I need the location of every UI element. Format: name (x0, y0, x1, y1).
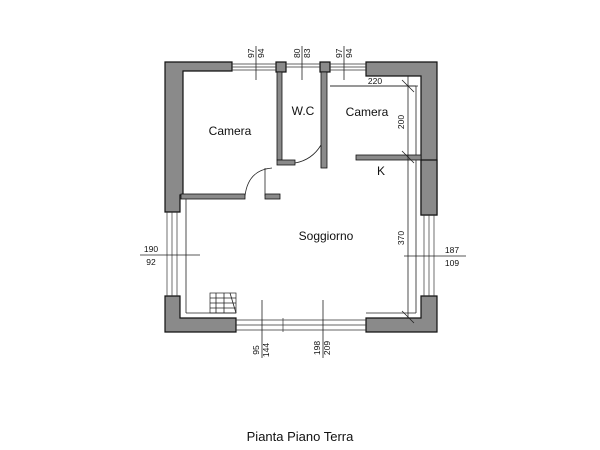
dim-top-window1-w: 97 (246, 48, 256, 58)
room-label-kitchen: K (377, 164, 385, 178)
dimension-lines (140, 46, 466, 358)
dim-bottom-window2-h: 209 (322, 341, 332, 355)
dim-bottom-window1-w: 95 (251, 345, 261, 355)
stairs (209, 292, 237, 314)
dim-bottom-window1-h: 144 (261, 343, 271, 357)
dim-top-window1-h: 94 (256, 48, 266, 58)
dim-left-window-h: 92 (146, 257, 156, 267)
dim-top-window3-w: 97 (334, 48, 344, 58)
dim-bottom-window2-w: 198 (312, 341, 322, 355)
dim-camera-right-depth: 200 (396, 115, 406, 129)
dim-top-window2-h: 83 (302, 48, 312, 58)
room-label-soggiorno: Soggiorno (299, 229, 354, 243)
wall-top-mid-right (319, 61, 331, 73)
dim-living-depth: 370 (396, 231, 406, 245)
room-label-camera-right: Camera (346, 105, 389, 119)
room-label-wc: W.C (292, 104, 315, 118)
wall-bottom-left (164, 295, 237, 333)
wall-bottom-right (365, 295, 438, 333)
dim-right-window-w: 187 (445, 245, 459, 255)
dim-right-window-h: 109 (445, 258, 459, 268)
dim-top-window3-h: 94 (344, 48, 354, 58)
interior-walls (180, 71, 422, 314)
wall-right-mid (420, 159, 438, 216)
dim-left-window-w: 190 (144, 244, 158, 254)
doors (244, 144, 322, 197)
wall-top-mid-left (275, 61, 287, 73)
dim-camera-right-width: 220 (368, 76, 382, 86)
outer-walls (164, 61, 438, 333)
plan-caption: Pianta Piano Terra (247, 429, 354, 444)
windows (166, 63, 435, 332)
dim-top-window2-w: 80 (292, 48, 302, 58)
room-label-camera-left: Camera (209, 124, 252, 138)
